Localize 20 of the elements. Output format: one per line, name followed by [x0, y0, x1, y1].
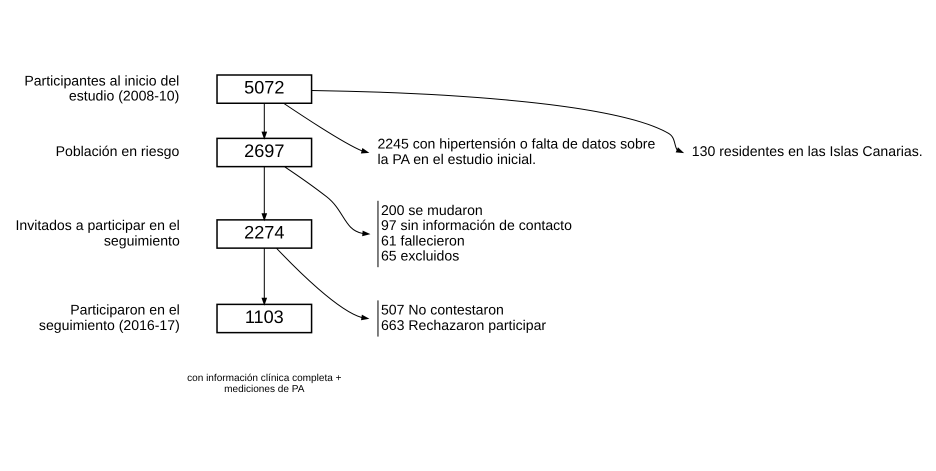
arrow — [261, 248, 268, 306]
arrow — [261, 102, 268, 140]
arrow — [276, 248, 370, 320]
node-box: 5072 — [216, 74, 312, 104]
arrow — [261, 166, 268, 221]
node-box: 2697 — [216, 137, 312, 167]
arrow — [284, 166, 370, 236]
label: con información clínica completa + mediciones de PA — [187, 372, 342, 394]
node-text: 2245 con hipertensión o falta de datos sobre la PA en el estudio inicial. — [377, 135, 656, 166]
node-box: 1103 — [216, 303, 312, 333]
arrow — [312, 90, 684, 153]
node-label: Población en riesgo — [56, 142, 180, 159]
node-label: Invitados a participar en el seguimiento — [15, 216, 180, 248]
node-label: Participantes al inicio del estudio (2008-10) — [24, 72, 180, 103]
node-text: 130 residentes en las Islas Canarias. — [692, 142, 923, 159]
node-text: 200 se mudaron 97 sin información de contacto 61 fallecieron 65 excluidos — [380, 202, 572, 263]
node-text: 507 No contestaron 663 Rechazaron participar — [380, 301, 546, 332]
node-label: Participaron en el seguimiento (2016-17) — [38, 301, 180, 332]
arrow — [284, 102, 370, 153]
node-box: 2274 — [216, 218, 312, 248]
